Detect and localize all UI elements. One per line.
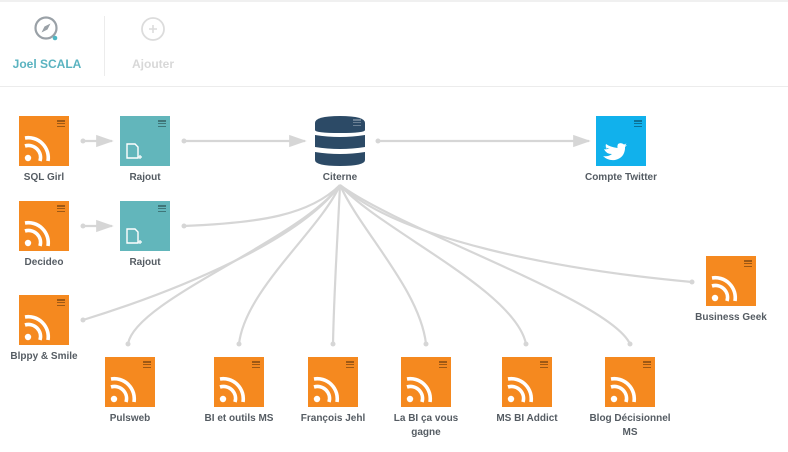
rss-icon (110, 376, 137, 403)
twitter-node[interactable] (596, 116, 646, 166)
menu-icon[interactable] (634, 120, 642, 128)
menu-icon[interactable] (346, 361, 354, 369)
tab-ajouter[interactable]: Ajouter (103, 2, 203, 86)
twitter-bird-icon (603, 143, 627, 161)
rss-feed-node[interactable] (19, 201, 69, 251)
menu-icon[interactable] (643, 361, 651, 369)
node-label: Blog Décisionnel MS (589, 413, 671, 438)
rss-icon (313, 376, 340, 403)
menu-icon[interactable] (158, 205, 166, 213)
rss-feed-node[interactable] (105, 357, 155, 407)
rss-feed-node[interactable] (19, 295, 69, 345)
tab-label: Joel SCALA (12, 57, 82, 71)
rss-feed-node[interactable] (308, 357, 358, 407)
node-label: Decideo (24, 257, 64, 268)
node-label: SQL Girl (23, 172, 65, 183)
node-compte-twitter: Compte Twitter (566, 116, 676, 185)
compass-icon (34, 16, 58, 41)
node-label: Pulsweb (109, 413, 151, 424)
menu-icon[interactable] (143, 361, 151, 369)
rss-icon (24, 135, 51, 162)
plus-circle-icon (141, 17, 165, 41)
rss-icon (406, 376, 433, 403)
rss-icon (24, 314, 51, 341)
node-label: Rajout (129, 257, 161, 268)
node-label: Business Geek (695, 312, 767, 323)
rss-icon (610, 376, 637, 403)
node-label: MS BI Addict (496, 413, 558, 424)
header-bar: Joel SCALA Ajouter (0, 2, 788, 87)
top-border (0, 0, 788, 2)
tab-label: Ajouter (132, 57, 174, 71)
node-label: François Jehl (300, 413, 366, 424)
link-rajout2-citerne (183, 184, 341, 228)
rss-icon (24, 220, 51, 247)
rss-icon (219, 376, 246, 403)
menu-icon[interactable] (252, 361, 260, 369)
link-bioutils-citerne (237, 184, 342, 345)
tool-node[interactable] (120, 116, 170, 166)
menu-icon[interactable] (57, 299, 65, 307)
node-blog-decisionnel-ms: Blog Décisionnel MS (575, 357, 685, 440)
menu-icon[interactable] (158, 120, 166, 128)
rss-feed-node[interactable] (19, 116, 69, 166)
node-business-geek: Business Geek (676, 256, 786, 325)
database-node[interactable] (315, 116, 365, 166)
node-pulsweb: Pulsweb (75, 357, 185, 426)
node-label: BI et outils MS (204, 413, 274, 424)
rss-feed-node[interactable] (605, 357, 655, 407)
database-icon (315, 116, 365, 166)
node-label: La BI ça vous gagne (393, 413, 459, 438)
node-la-bi-ca-vous-gagne: La BI ça vous gagne (371, 357, 481, 440)
link-business-citerne (339, 184, 693, 284)
node-citerne: Citerne (285, 116, 395, 185)
node-sql-girl: SQL Girl (0, 116, 99, 185)
node-label: Blppy & Smile (10, 351, 78, 362)
node-rajout-1: Rajout (90, 116, 200, 185)
link-msbi-citerne (339, 184, 528, 345)
node-label: Citerne (322, 172, 358, 183)
rss-feed-node[interactable] (214, 357, 264, 407)
link-francois-citerne (331, 184, 342, 345)
node-label: Compte Twitter (584, 172, 658, 183)
menu-icon[interactable] (57, 120, 65, 128)
node-label: Rajout (129, 172, 161, 183)
rss-feed-node[interactable] (502, 357, 552, 407)
rss-feed-node[interactable] (401, 357, 451, 407)
menu-icon[interactable] (540, 361, 548, 369)
menu-icon[interactable] (353, 119, 361, 127)
link-labi-citerne (338, 184, 428, 345)
rss-icon (507, 376, 534, 403)
rss-icon (711, 275, 738, 302)
node-rajout-2: Rajout (90, 201, 200, 270)
add-document-icon (126, 143, 142, 159)
menu-icon[interactable] (439, 361, 447, 369)
node-ms-bi-addict: MS BI Addict (472, 357, 582, 426)
node-bi-outils-ms: BI et outils MS (184, 357, 294, 426)
menu-icon[interactable] (57, 205, 65, 213)
node-francois-jehl: François Jehl (278, 357, 388, 426)
rss-feed-node[interactable] (706, 256, 756, 306)
node-blppy-smile: Blppy & Smile (0, 295, 99, 364)
tool-node[interactable] (120, 201, 170, 251)
menu-icon[interactable] (744, 260, 752, 268)
tab-divider (104, 16, 105, 76)
tab-joel-scala[interactable]: Joel SCALA (0, 2, 97, 86)
node-decideo: Decideo (0, 201, 99, 270)
add-document-icon (126, 228, 142, 244)
link-blog-citerne (339, 184, 631, 345)
